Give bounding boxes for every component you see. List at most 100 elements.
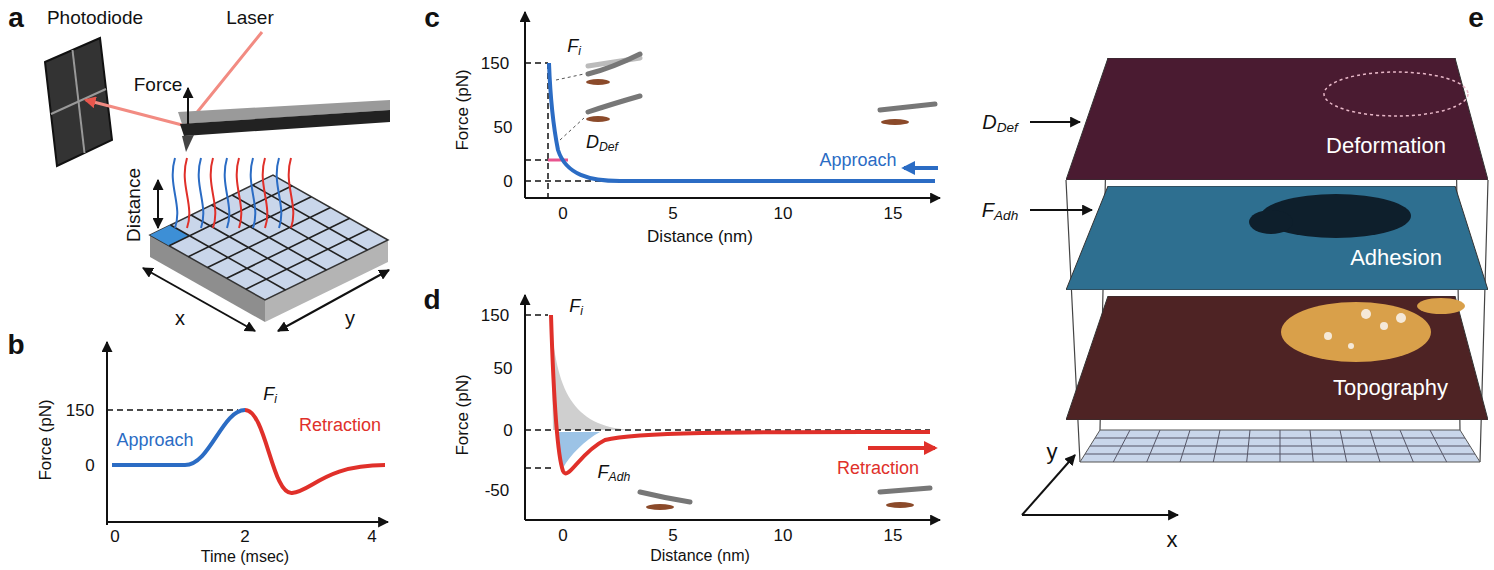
panel-a-art-part	[45, 38, 112, 166]
panel-b-chart	[107, 342, 388, 525]
tick-label: 10	[774, 527, 793, 544]
panel-c-chart-part	[524, 12, 526, 198]
subscript: Adh	[994, 208, 1018, 223]
tick-label: 0	[558, 527, 567, 544]
panel-a-art-part	[185, 158, 294, 228]
panel-a-art-part	[143, 268, 255, 331]
axis-title: Force (pN)	[454, 69, 471, 150]
axis-title: Force (pN)	[454, 374, 471, 455]
tick-label: 0	[503, 422, 512, 439]
panel-d-chart-part	[525, 315, 930, 468]
axis-label: x	[175, 308, 185, 328]
subscript: Def	[997, 120, 1018, 135]
panel-e-art-part	[1022, 514, 1178, 516]
subscript: i	[274, 392, 277, 406]
panel-d-chart-part	[551, 318, 630, 430]
tick-label: 5	[668, 527, 677, 544]
tick-label: 150	[66, 402, 94, 419]
tick-label: 4	[367, 528, 376, 545]
curve-label: Approach	[819, 151, 896, 169]
curve-label: Retraction	[299, 416, 381, 434]
map-feature	[1417, 298, 1465, 314]
map-feature	[1324, 72, 1468, 116]
panel-b-chart-part	[112, 410, 245, 465]
panel-e-art-part	[1022, 455, 1075, 515]
layer-outline	[1066, 186, 1488, 290]
axis-title: Time (msec)	[201, 549, 289, 565]
map-feature	[1281, 302, 1431, 362]
panel-a-art	[45, 32, 390, 331]
panel-d-chart-part	[886, 502, 914, 508]
panel-c-chart-part	[881, 119, 909, 125]
tick-label: -50	[485, 482, 510, 499]
panel-a-art-part	[51, 89, 106, 114]
panel-e-art-part	[1085, 430, 1475, 462]
curve-label: Approach	[116, 431, 193, 449]
panel-a-art-part	[182, 135, 194, 152]
axis-title: Distance (nm)	[650, 548, 750, 564]
panel-c-chart-part	[525, 197, 940, 199]
curve-label: Retraction	[837, 459, 919, 477]
tick-label: 150	[481, 307, 509, 324]
tick-label: 50	[494, 119, 513, 136]
layer-title: Adhesion	[1350, 247, 1442, 269]
tick-label: 0	[558, 205, 567, 222]
panel-a-art-part	[180, 110, 390, 136]
tick-label: 15	[884, 205, 903, 222]
part-label: Photodiode	[47, 8, 143, 27]
panel-letter: c	[424, 4, 440, 32]
panel-d-chart-part	[640, 492, 690, 502]
subscript: i	[578, 44, 581, 58]
axis-title: Distance	[124, 168, 143, 242]
layer-title: Topography	[1333, 377, 1448, 399]
panel-e-art-part	[1030, 121, 1080, 123]
panel-c-chart-part	[880, 104, 935, 110]
part-label: Laser	[226, 8, 274, 27]
layer-title: Deformation	[1326, 135, 1446, 157]
axis-label: y	[345, 308, 355, 328]
layer-shape	[1066, 186, 1488, 290]
deformation-symbol: DDef	[586, 133, 618, 151]
layer-outline	[1066, 296, 1488, 420]
tick-label: 10	[774, 205, 793, 222]
axis-title: Distance (nm)	[647, 228, 753, 245]
panel-letter: a	[8, 4, 24, 32]
subscript: Def	[599, 140, 618, 154]
layer-outline	[1066, 58, 1488, 180]
tick-label: 50	[494, 360, 513, 377]
subscript: i	[580, 304, 583, 318]
deformation-layer: Deformation	[1066, 58, 1488, 180]
map-feature	[1249, 210, 1293, 234]
adhesion-symbol: FAdh	[982, 200, 1018, 220]
axis-label: y	[1047, 441, 1058, 463]
panel-d-chart-part	[524, 295, 526, 520]
axis-label: x	[1167, 529, 1178, 551]
map-feature	[1324, 332, 1332, 340]
panel-c-chart-part	[556, 74, 584, 140]
panel-d-chart-part	[868, 446, 935, 450]
panel-c-chart-part	[904, 166, 938, 170]
panel-letter: e	[1468, 4, 1484, 32]
panel-d-chart	[525, 295, 940, 520]
panel-e-art-part	[1080, 430, 1480, 462]
panel-a-art-part	[169, 185, 369, 290]
panel-c-chart-part	[549, 63, 935, 181]
panel-a-art-part	[150, 175, 388, 300]
adhesion-layer: Adhesion	[1066, 186, 1488, 290]
panel-letter: d	[423, 286, 440, 314]
panel-b-chart-part	[245, 410, 385, 493]
panel-b-chart-part	[107, 409, 238, 411]
tick-label: 0	[110, 528, 119, 545]
subscript: Adh	[609, 470, 631, 484]
panel-letter: b	[7, 331, 24, 359]
panel-e-art-part	[1030, 209, 1092, 211]
tick-label: 15	[884, 527, 903, 544]
force-symbol: Fi	[567, 37, 581, 55]
force-symbol: Fi	[263, 385, 277, 403]
panel-a-art-part	[278, 270, 389, 331]
map-feature	[1396, 313, 1406, 323]
tick-label: 5	[668, 205, 677, 222]
part-label: Force	[134, 75, 183, 94]
deformation-symbol: DDef	[982, 112, 1018, 132]
